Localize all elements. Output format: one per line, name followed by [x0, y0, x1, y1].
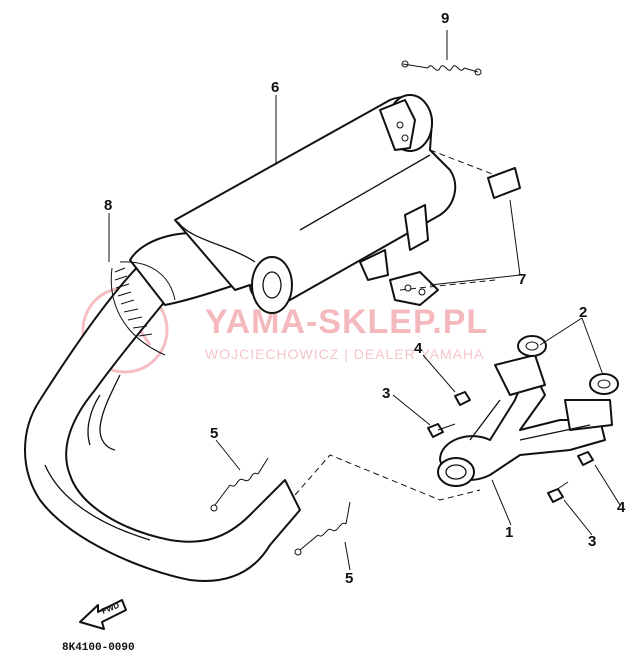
- callouts: 9 6 8 7 2 4 3 5 1 4 3 5: [104, 10, 626, 587]
- watermark: YAMA-SKLEP.PL WOJCIECHOWICZ | DEALER YAM…: [81, 286, 488, 374]
- exhaust-joint: [437, 354, 613, 487]
- callout-9: 9: [441, 10, 449, 27]
- joint-flange-upper: [494, 354, 546, 396]
- fwd-arrow-icon: FWD: [79, 599, 127, 630]
- watermark-brand: YAMA-SKLEP.PL: [205, 303, 488, 341]
- leader-lines: [108, 30, 621, 571]
- muffler: [174, 94, 457, 314]
- damper-pad: [487, 167, 521, 199]
- exhaust-pipe: [24, 249, 301, 582]
- nut-upper: [454, 391, 471, 406]
- bolt-upper: [427, 423, 456, 438]
- callout-2: 2: [579, 304, 587, 321]
- spring-lower: [294, 501, 351, 556]
- callout-3a: 3: [382, 385, 390, 402]
- nut-lower: [577, 451, 594, 466]
- reference-code: 8K4100-0090: [62, 642, 135, 654]
- callout-4b: 4: [617, 499, 626, 516]
- muffler-outlet: [251, 256, 293, 314]
- joint-flange-lower: [564, 399, 613, 431]
- joint-inlet: [437, 457, 475, 487]
- callout-5a: 5: [210, 425, 218, 442]
- gasket-lower: [589, 373, 619, 395]
- spring-upper: [210, 457, 269, 512]
- gasket-upper: [517, 335, 547, 357]
- callout-6: 6: [271, 79, 279, 96]
- top-spring: [401, 60, 482, 76]
- callout-1: 1: [505, 524, 513, 541]
- callout-4a: 4: [414, 340, 423, 357]
- callout-5b: 5: [345, 570, 353, 587]
- watermark-subtitle: WOJCIECHOWICZ | DEALER YAMAHA: [205, 346, 484, 362]
- callout-8: 8: [104, 197, 112, 214]
- callout-7: 7: [518, 271, 526, 288]
- muffler-lower-bracket: [404, 204, 429, 251]
- callout-3b: 3: [588, 533, 596, 550]
- bolt-lower: [547, 481, 569, 503]
